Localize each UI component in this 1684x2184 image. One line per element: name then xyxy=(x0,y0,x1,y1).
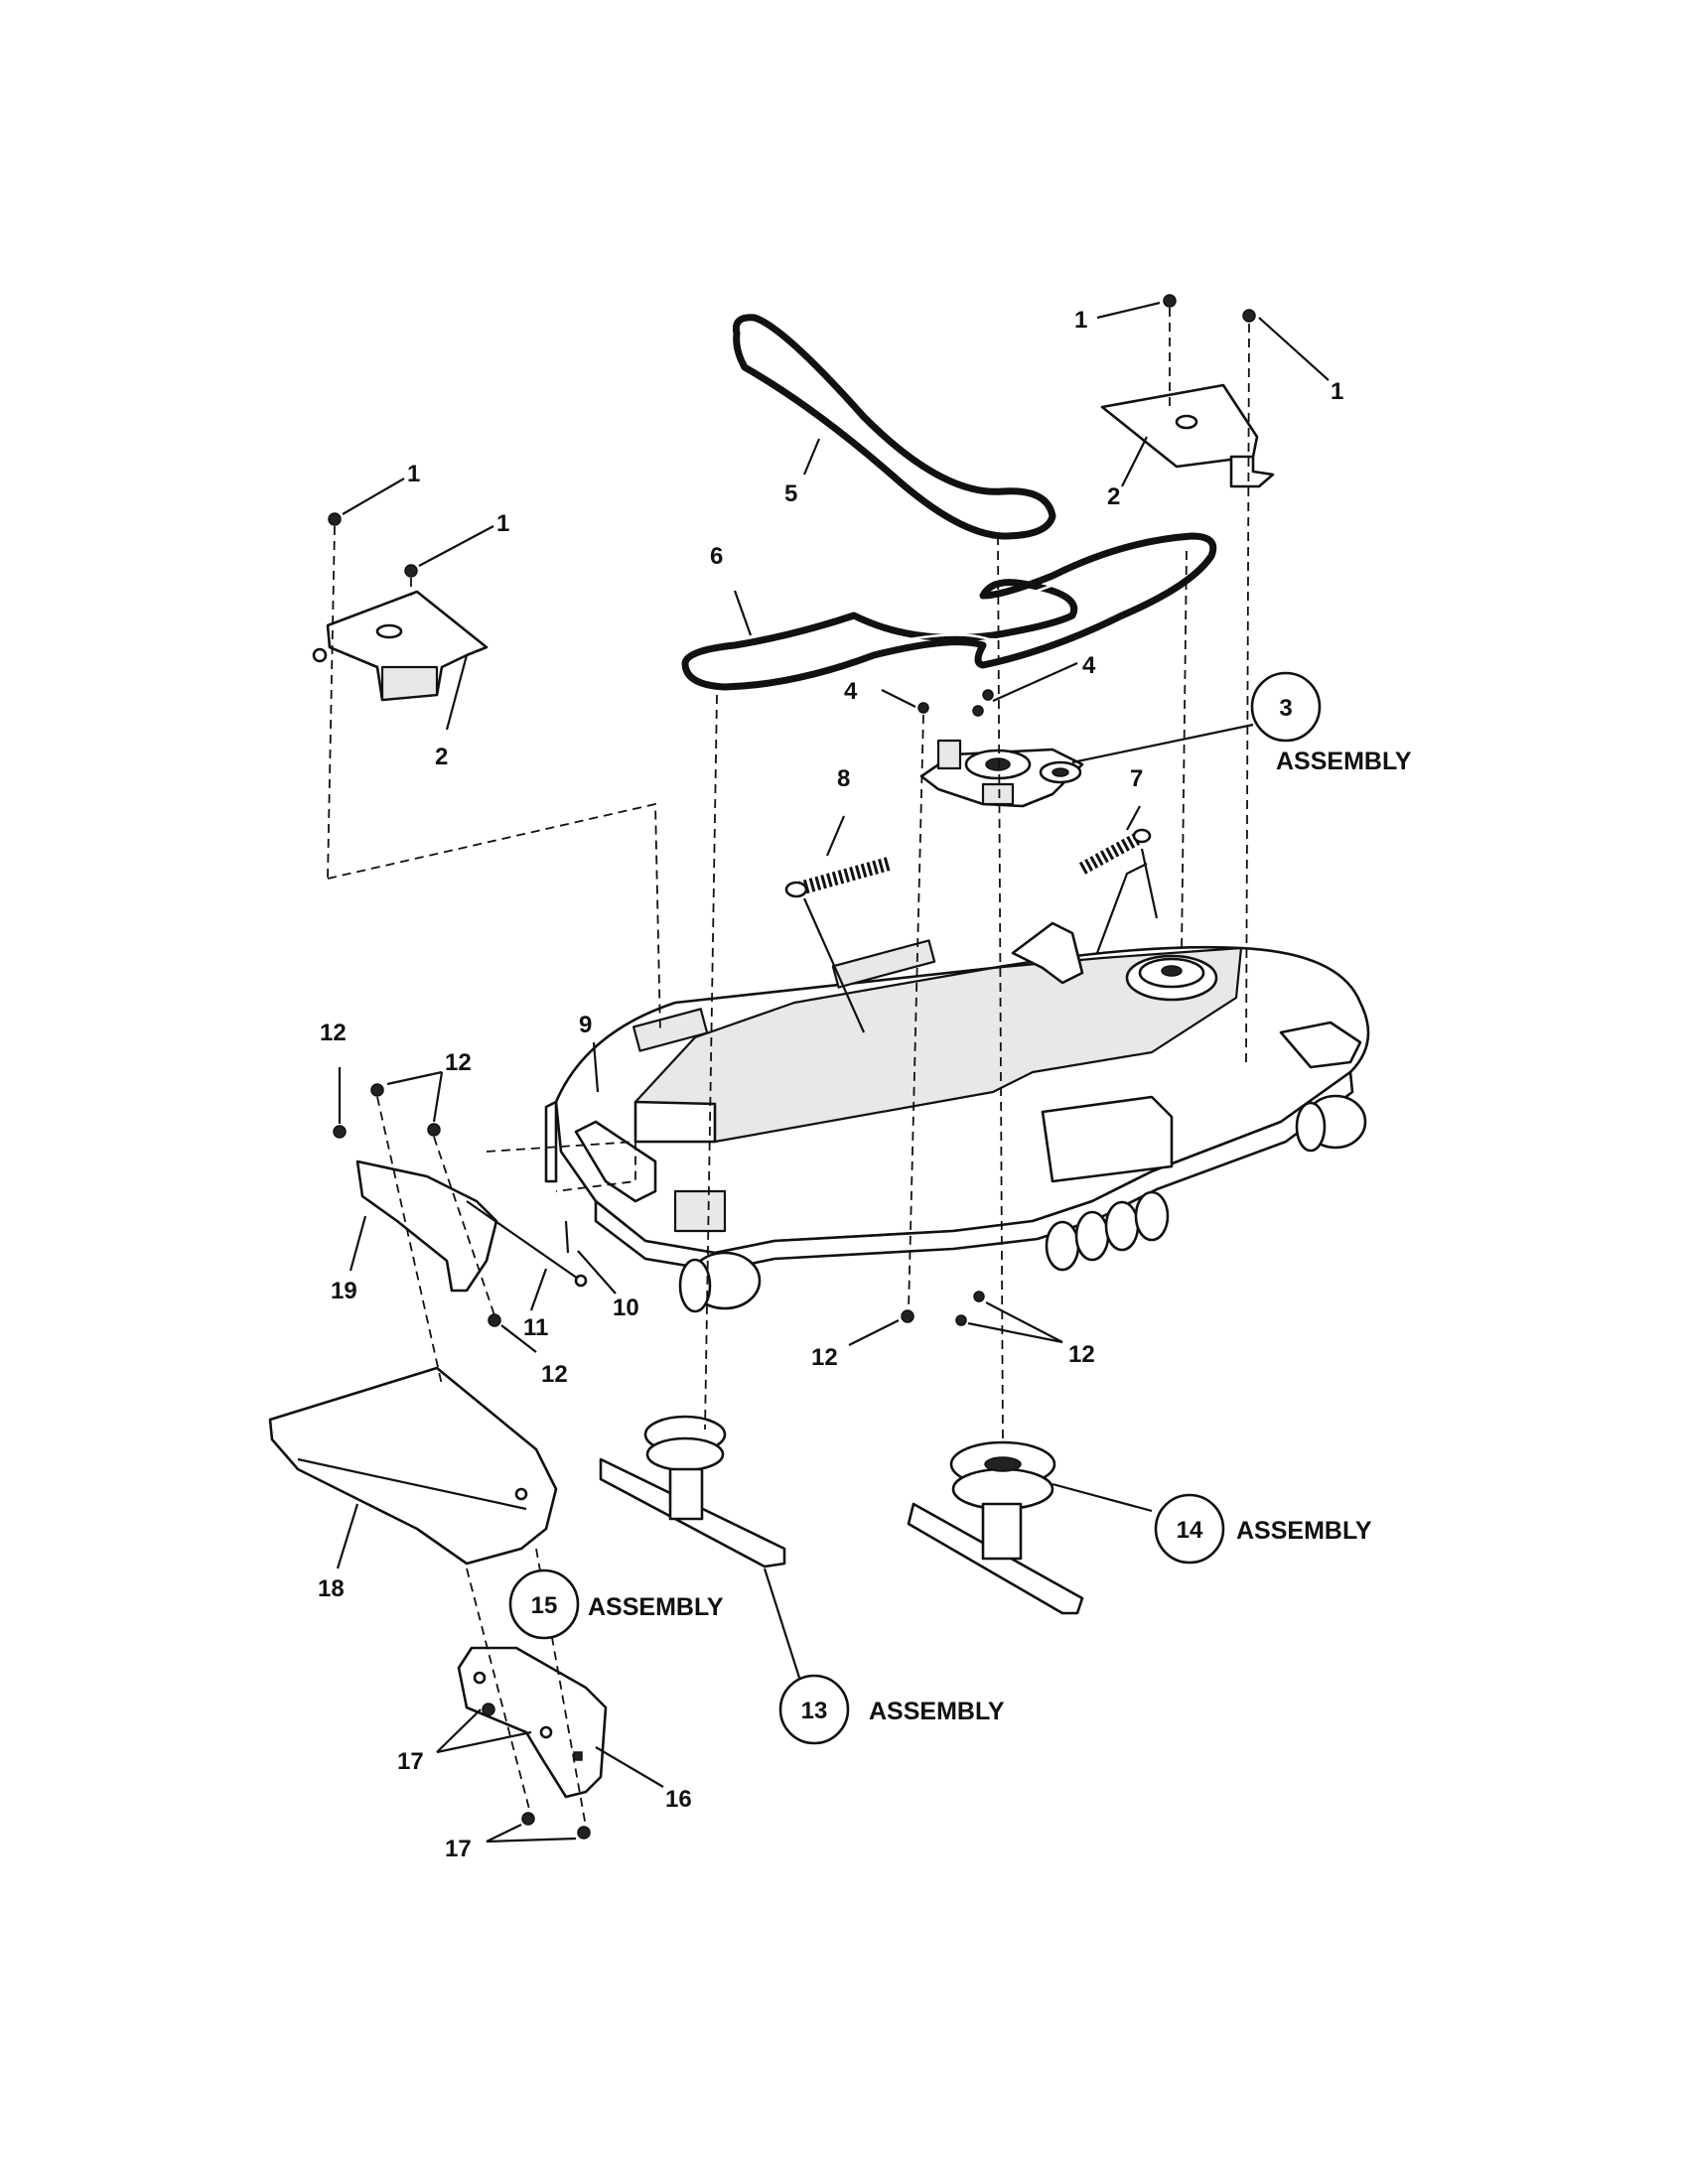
spring-8 xyxy=(784,857,891,898)
caster-wheel-right xyxy=(1279,1021,1367,1153)
callout-12: 12 xyxy=(541,1361,568,1388)
callout-1: 1 xyxy=(1331,378,1343,405)
callout-19: 19 xyxy=(331,1278,357,1304)
callout-12: 12 xyxy=(811,1344,838,1371)
assembly-callout-15: 15 ASSEMBLY xyxy=(508,1569,724,1640)
assembly-callout-14: 14 ASSEMBLY xyxy=(1154,1493,1372,1565)
callout-2: 2 xyxy=(435,744,448,770)
callout-9: 9 xyxy=(579,1012,592,1038)
leader-lines xyxy=(336,301,1330,1843)
rod-11 xyxy=(466,1200,588,1288)
callout-2: 2 xyxy=(1107,483,1120,510)
deflector-bracket-19 xyxy=(355,1160,498,1293)
idler-assembly-3 xyxy=(919,739,1084,808)
assembly-callout-3: 3 ASSEMBLY xyxy=(1250,671,1412,775)
callout-16: 16 xyxy=(665,1786,692,1813)
mower-deck xyxy=(554,921,1370,1313)
belt-shield-right xyxy=(1100,383,1275,488)
callout-4: 4 xyxy=(844,678,858,705)
assembly-15-label: ASSEMBLY xyxy=(588,1593,724,1621)
callout-10: 10 xyxy=(613,1295,639,1321)
belt-5 xyxy=(732,314,1056,540)
callout-17: 17 xyxy=(445,1836,472,1862)
assembly-3-label: ASSEMBLY xyxy=(1276,748,1412,775)
callout-5: 5 xyxy=(784,480,797,507)
chute-bracket-16 xyxy=(457,1646,608,1799)
belt-6 xyxy=(681,532,1217,691)
fasteners xyxy=(328,294,1256,1840)
assembly-15-number: 15 xyxy=(531,1592,558,1619)
callout-4: 4 xyxy=(1082,652,1096,679)
callout-labels: 1 1 1 1 2 2 4 4 5 6 7 8 9 10 11 12 12 12… xyxy=(318,307,1343,1862)
callout-12: 12 xyxy=(1068,1341,1095,1368)
callout-1: 1 xyxy=(496,510,509,537)
callout-12: 12 xyxy=(445,1049,472,1076)
assembly-13-label: ASSEMBLY xyxy=(869,1698,1005,1725)
callout-7: 7 xyxy=(1130,765,1143,792)
assembly-callout-13: 13 ASSEMBLY xyxy=(778,1674,1005,1745)
callout-1: 1 xyxy=(1074,307,1087,334)
assembly-13-number: 13 xyxy=(801,1698,828,1724)
pivot-9 xyxy=(544,1100,558,1183)
belt-shield-left xyxy=(312,590,489,702)
callout-8: 8 xyxy=(837,765,850,792)
callout-17: 17 xyxy=(397,1748,424,1775)
pin-10 xyxy=(564,1220,570,1254)
callout-6: 6 xyxy=(710,543,723,570)
assembly-3-number: 3 xyxy=(1279,695,1292,722)
assembly-14-label: ASSEMBLY xyxy=(1236,1517,1372,1545)
callout-11: 11 xyxy=(523,1314,548,1341)
callout-12: 12 xyxy=(320,1020,347,1046)
spring-7 xyxy=(1078,828,1152,875)
spindle-blade-13 xyxy=(599,1415,786,1569)
discharge-chute-18 xyxy=(268,1366,558,1566)
anti-scalp-rollers xyxy=(1045,1190,1170,1272)
callout-18: 18 xyxy=(318,1575,345,1602)
callout-1: 1 xyxy=(407,461,420,487)
spindle-blade-14 xyxy=(907,1440,1084,1615)
assembly-14-number: 14 xyxy=(1177,1517,1203,1544)
